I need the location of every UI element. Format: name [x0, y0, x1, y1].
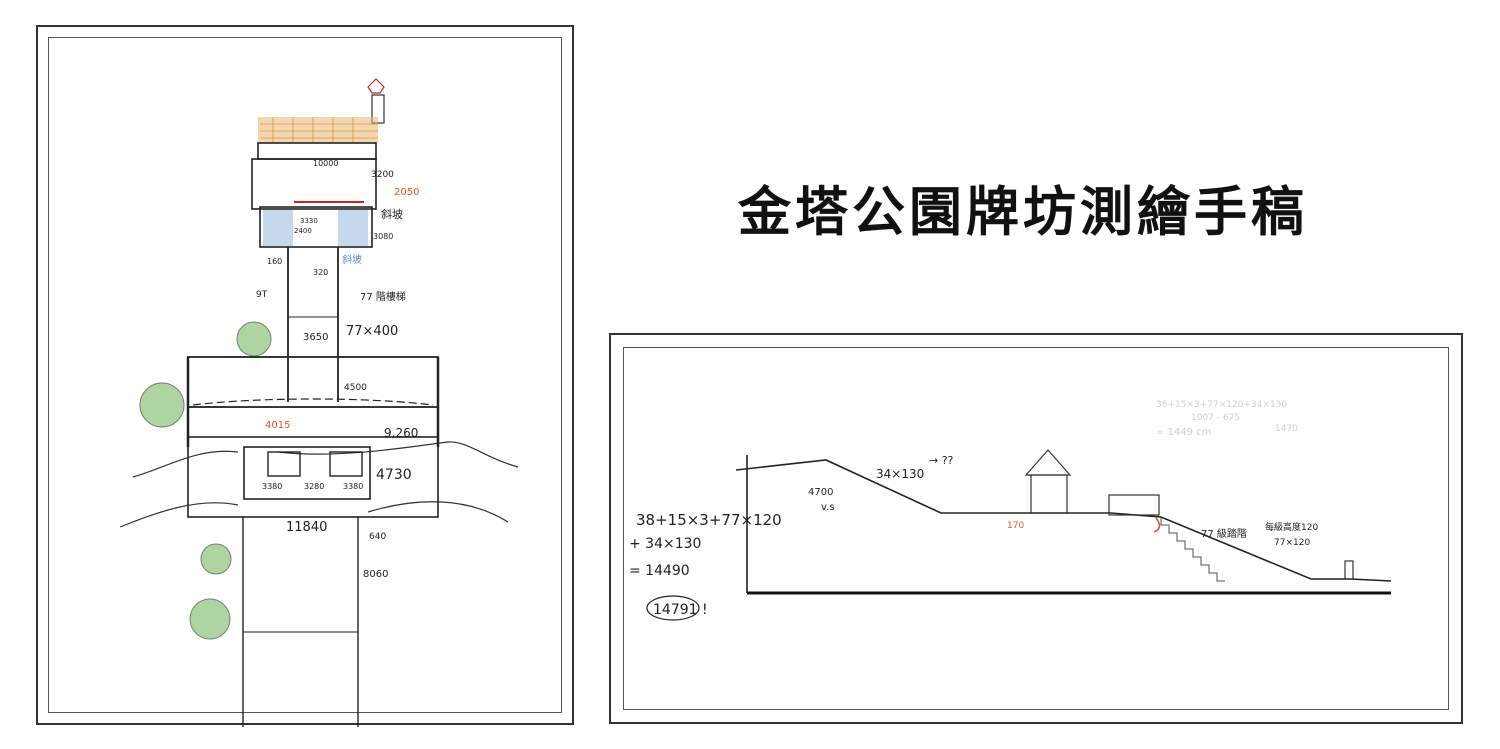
section-label: 77 級踏階	[1201, 527, 1247, 540]
section-sketch-frame: 38+15×3+77×120 + 34×130 = 14490 14791 ! …	[609, 333, 1463, 724]
faint-note: = 1449 cm	[1156, 427, 1211, 438]
section-label: 77×120	[1274, 538, 1310, 548]
dim-label: 3380	[343, 482, 363, 491]
dim-label: 9,260	[384, 426, 418, 440]
dim-label: 4500	[344, 383, 367, 393]
section-sketch: 38+15×3+77×120 + 34×130 = 14490 14791 ! …	[629, 400, 1392, 621]
orange-arrow	[1153, 517, 1161, 533]
dim-label: 640	[369, 532, 386, 542]
dim-label: 3280	[304, 482, 324, 491]
courtyard	[187, 436, 439, 518]
gate-dashed-line	[192, 398, 434, 406]
dim-label: 10000	[313, 159, 338, 168]
tree-icon	[139, 382, 185, 428]
top-ornament	[367, 78, 385, 94]
dim-label: 4015	[265, 420, 290, 431]
page-title: 金塔公園牌坊測繪手稿	[738, 181, 1308, 243]
section-label: → ??	[929, 454, 954, 467]
planter-right	[329, 451, 363, 477]
tree-icon	[236, 321, 272, 357]
dim-label: 2050	[394, 187, 419, 198]
faint-note: 38+15×3+77×120+34×130	[1156, 400, 1287, 410]
result-circle	[646, 595, 700, 621]
dim-label: 9T	[256, 290, 268, 300]
monument-elevation	[1344, 560, 1354, 580]
planter-left	[267, 451, 301, 477]
contour-line	[132, 441, 519, 478]
calc-line: = 14490	[629, 563, 690, 579]
dim-label: 4730	[376, 467, 412, 483]
calc-line: 38+15×3+77×120	[636, 511, 782, 529]
section-label: v.s	[821, 502, 835, 513]
plan-sketch-inner-border	[48, 37, 562, 713]
top-wall	[257, 142, 377, 160]
slope-area-right	[338, 210, 368, 246]
faint-note: 1007 - 675	[1191, 413, 1240, 423]
dim-label: 3080	[373, 232, 393, 241]
section-label: 34×130	[876, 467, 924, 481]
calc-line: + 34×130	[629, 536, 701, 552]
landing	[259, 206, 373, 248]
dim-label: 8060	[363, 569, 388, 580]
brick-area	[258, 117, 378, 143]
dim-label: 160	[267, 257, 282, 266]
dim-label: 11840	[286, 520, 327, 535]
pavilion-roof	[1024, 449, 1072, 476]
slope-area-left	[263, 210, 293, 246]
dim-label: 3650	[303, 332, 328, 343]
dim-label: 3200	[371, 170, 394, 180]
dim-label: 3330	[300, 217, 318, 225]
inner-court	[243, 446, 371, 500]
section-sketch-inner-border	[623, 347, 1449, 710]
stairs-profile	[1160, 517, 1225, 582]
dim-label: 2400	[294, 227, 312, 235]
tree-icon	[200, 543, 232, 575]
dim-label: 320	[313, 268, 328, 277]
pavilion-body	[1030, 474, 1068, 514]
faint-note: 1470	[1275, 424, 1298, 434]
contour-line	[119, 501, 509, 528]
dim-label: 斜坡	[342, 253, 362, 266]
plan-sketch: 10000 3200 2050 斜坡 3080 3330 2400 160 32…	[119, 78, 519, 727]
gate-elevation	[1108, 494, 1160, 516]
calc-result: 14791 !	[653, 602, 708, 618]
dim-label: 3380	[262, 482, 282, 491]
upper-platform	[251, 158, 377, 210]
section-label: 170	[1007, 521, 1024, 531]
plan-sketch-frame: 10000 3200 2050 斜坡 3080 3330 2400 160 32…	[36, 25, 574, 727]
dim-label: 77×400	[346, 324, 398, 339]
section-label: 每級高度120	[1265, 521, 1318, 533]
brick-hatch	[260, 117, 378, 143]
dim-label: 77 階樓梯	[360, 290, 406, 303]
dim-label: 斜坡	[381, 208, 403, 221]
tree-icon	[189, 598, 231, 640]
section-label: 4700	[808, 487, 833, 498]
terrain-profile	[735, 459, 1392, 582]
